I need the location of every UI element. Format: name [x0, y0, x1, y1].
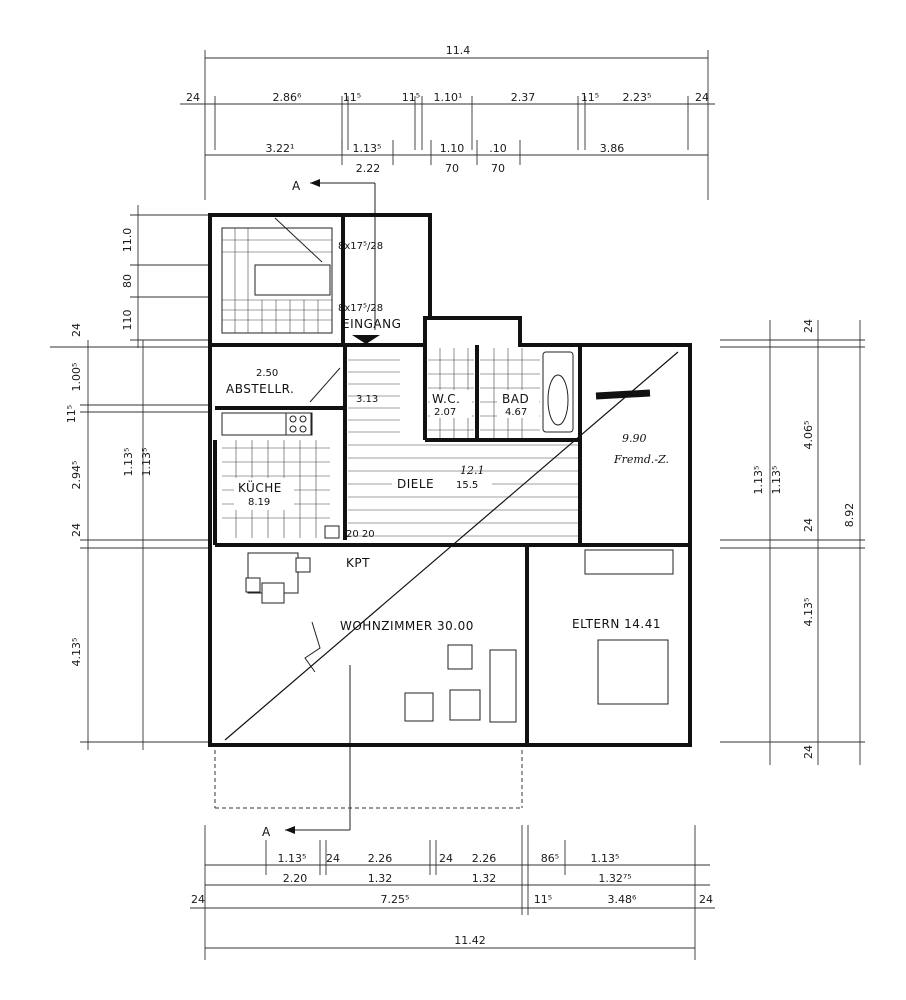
section-label: A	[262, 825, 271, 839]
room-bad: BAD 4.67	[480, 348, 574, 438]
top-row3-dim: 70	[445, 162, 459, 175]
bottom-row1-dim: 2.26	[368, 852, 393, 865]
top-row1-dim: 11⁵	[581, 91, 599, 104]
top-row1-dim: 2.37	[511, 91, 536, 104]
room-area-bad: 4.67	[505, 407, 527, 418]
top-dimension-chains: 11.4 24 2.86⁶ 11⁵ 11⁵ 1.10¹ 2.37 11⁵ 2.2…	[180, 44, 715, 200]
room-wohnzimmer: KPT WOHNZIMMER 30.00	[245, 552, 517, 723]
right-dim: 24	[802, 518, 815, 532]
room-hand-diele: 12.1	[460, 464, 485, 477]
left-lower-dim: 4.13⁵	[70, 638, 83, 667]
room-label-kueche: KÜCHE	[238, 479, 282, 495]
bottom-row1-dim: 86⁵	[541, 852, 559, 865]
top-row1-dim: 24	[186, 91, 200, 104]
left-upper-dim: 11.0	[121, 228, 134, 253]
right-dim: 24	[802, 319, 815, 333]
stair-label-upper: 8x17⁵/28	[338, 241, 383, 252]
left-upper-dim: 80	[121, 274, 134, 288]
section-marker-bottom: A	[262, 665, 351, 839]
room-label-abstellr: ABSTELLR.	[226, 382, 294, 396]
section-marker-top: A	[292, 179, 376, 330]
top-row2-dim: .10	[489, 142, 507, 155]
room-area-wc: 2.07	[434, 407, 456, 418]
left-mid-dim: 11⁵	[65, 405, 78, 423]
terrace-outline	[214, 750, 523, 809]
left-upper-dim: 110	[121, 310, 134, 331]
right-dim: 4.06⁵	[802, 421, 815, 450]
top-row1-dim: 24	[695, 91, 709, 104]
room-abstellr: 2.50 ABSTELLR.	[226, 367, 341, 403]
left-upper-dim: 24	[70, 323, 83, 337]
top-overall-dim: 11.4	[446, 44, 471, 57]
right-dim: 24	[802, 745, 815, 759]
bottom-row2-dim: 1.32⁷⁵	[598, 872, 631, 885]
right-dim: 1.13⁵	[752, 466, 765, 495]
room-area-diele: 15.5	[456, 480, 478, 491]
top-row2-dim: 1.10	[440, 142, 465, 155]
room-label-eingang: EINGANG	[342, 317, 401, 331]
left-mid-dim: 2.94⁵	[70, 461, 83, 490]
top-row1-dim: 11⁵	[343, 91, 361, 104]
room-wc: W.C. 2.07	[428, 348, 474, 438]
stairs: 8x17⁵/28 8x17⁵/28 EINGANG 3.13	[221, 217, 401, 433]
stair-label-lower: 8x17⁵/28	[338, 303, 383, 314]
room-area-fremd: 9.90	[622, 432, 647, 445]
bottom-row3-dim: 11⁵	[534, 893, 552, 906]
top-row2-dim: 1.13⁵	[353, 142, 382, 155]
top-row1-dim: 2.86⁶	[273, 91, 302, 104]
bottom-row3-dim: 7.25⁵	[381, 893, 410, 906]
bottom-row2-dim: 1.32	[472, 872, 497, 885]
top-row3-dim: 70	[491, 162, 505, 175]
bottom-dimension-chains: 1.13⁵ 24 2.26 24 2.26 86⁵ 1.13⁵ 2.20 1.3…	[190, 825, 715, 960]
room-fremdenzimmer: 9.90 Fremd.-Z.	[595, 389, 669, 466]
room-area-abstellr: 2.50	[256, 368, 278, 379]
room-area-kueche: 8.19	[248, 497, 270, 508]
diagonal-line	[224, 351, 679, 741]
room-label-wohnzimmer: WOHNZIMMER 30.00	[340, 619, 474, 633]
room-kueche: KÜCHE 8.19 20 20	[221, 412, 375, 540]
top-row2-dim: 3.86	[600, 142, 625, 155]
bottom-row1-dim: 24	[326, 852, 340, 865]
room-label-wc: W.C.	[432, 392, 461, 406]
bottom-row2-dim: 1.32	[368, 872, 393, 885]
bottom-row1-dim: 1.13⁵	[278, 852, 307, 865]
top-row1-dim: 1.10¹	[434, 91, 463, 104]
top-row1-dim: 2.23⁵	[623, 91, 652, 104]
left-mid-dim: 1.13⁵	[140, 448, 153, 477]
right-dim: 4.13⁵	[802, 598, 815, 627]
room-label-fremd: Fremd.-Z.	[613, 453, 669, 466]
room-label-eltern: ELTERN 14.41	[572, 617, 661, 631]
right-dimension-chains: 24 4.06⁵ 1.13⁵ 1.13⁵ 24 4.13⁵ 24 8.92	[720, 319, 865, 765]
right-overall-dim: 8.92	[843, 503, 856, 528]
left-mid-dim: 1.13⁵	[122, 448, 135, 477]
room-label-bad: BAD	[502, 392, 529, 406]
bottom-row3-dim: 24	[191, 893, 205, 906]
room-label-diele: DIELE	[397, 477, 434, 491]
section-label: A	[292, 179, 301, 193]
bottom-row1-dim: 24	[439, 852, 453, 865]
room-eltern: ELTERN 14.41	[572, 549, 674, 705]
bottom-overall-dim: 11.42	[454, 934, 486, 947]
left-mid-dim: 24	[70, 523, 83, 537]
bottom-row1-dim: 2.26	[472, 852, 497, 865]
top-row1-dim: 11⁵	[402, 91, 420, 104]
chimney-label: 20 20	[346, 529, 375, 540]
left-dimension-chains: 11.0 80 110 24 1.00⁵ 11⁵ 2.94⁵ 1.13⁵ 1.1…	[50, 205, 210, 750]
bottom-row3-dim: 3.48⁶	[608, 893, 637, 906]
bottom-row1-dim: 1.13⁵	[591, 852, 620, 865]
top-row3-dim: 2.22	[356, 162, 381, 175]
left-mid-dim: 1.00⁵	[70, 363, 83, 392]
top-row2-dim: 3.22¹	[266, 142, 295, 155]
bottom-row3-dim: 24	[699, 893, 713, 906]
bottom-row2-dim: 2.20	[283, 872, 308, 885]
right-dim: 1.13⁵	[770, 466, 783, 495]
stair-mid-label: 3.13	[356, 394, 378, 405]
room-diele: DIELE 15.5 12.1	[348, 444, 578, 537]
room-label-kpt: KPT	[346, 556, 370, 570]
